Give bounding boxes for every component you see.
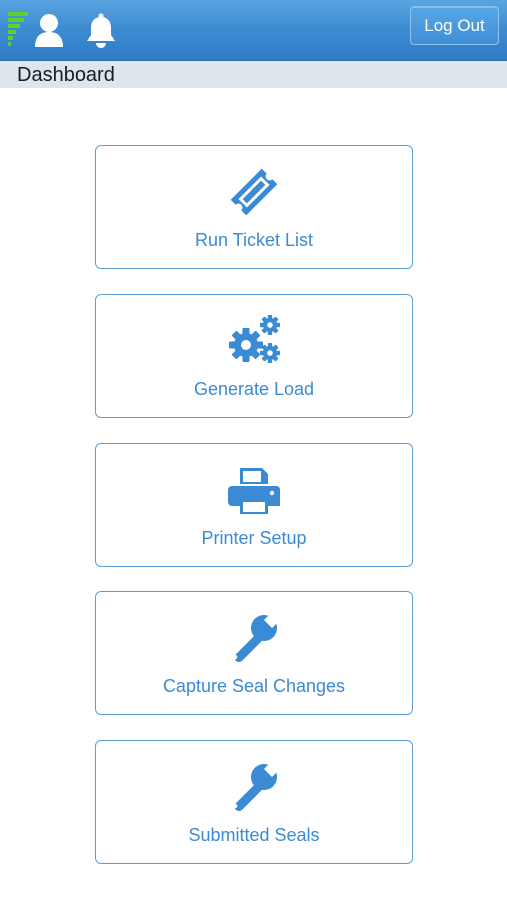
user-profile-icon[interactable]: [33, 13, 65, 47]
page-title: Dashboard: [17, 64, 115, 86]
card-label: Printer Setup: [201, 528, 307, 548]
printer-setup-button[interactable]: Printer Setup: [95, 443, 413, 567]
printer-icon: [224, 460, 284, 520]
logout-button[interactable]: Log Out: [410, 6, 499, 45]
notification-bell-icon[interactable]: [84, 13, 118, 49]
card-label: Generate Load: [193, 379, 315, 399]
submitted-seals-button[interactable]: Submitted Seals: [95, 740, 413, 864]
ticket-icon: [224, 162, 284, 222]
app-logo-icon: [8, 12, 30, 46]
capture-seal-changes-button[interactable]: Capture Seal Changes: [95, 591, 413, 715]
generate-load-button[interactable]: Generate Load: [95, 294, 413, 418]
run-ticket-list-button[interactable]: Run Ticket List: [95, 145, 413, 269]
top-app-bar: Log Out: [0, 0, 507, 61]
card-label: Submitted Seals: [188, 825, 320, 845]
card-label: Capture Seal Changes: [162, 676, 346, 696]
card-label: Run Ticket List: [194, 230, 314, 250]
gears-icon: [224, 311, 284, 371]
wrench-icon: [224, 608, 284, 668]
breadcrumb-bar: Dashboard: [0, 61, 507, 88]
wrench-icon: [224, 757, 284, 817]
